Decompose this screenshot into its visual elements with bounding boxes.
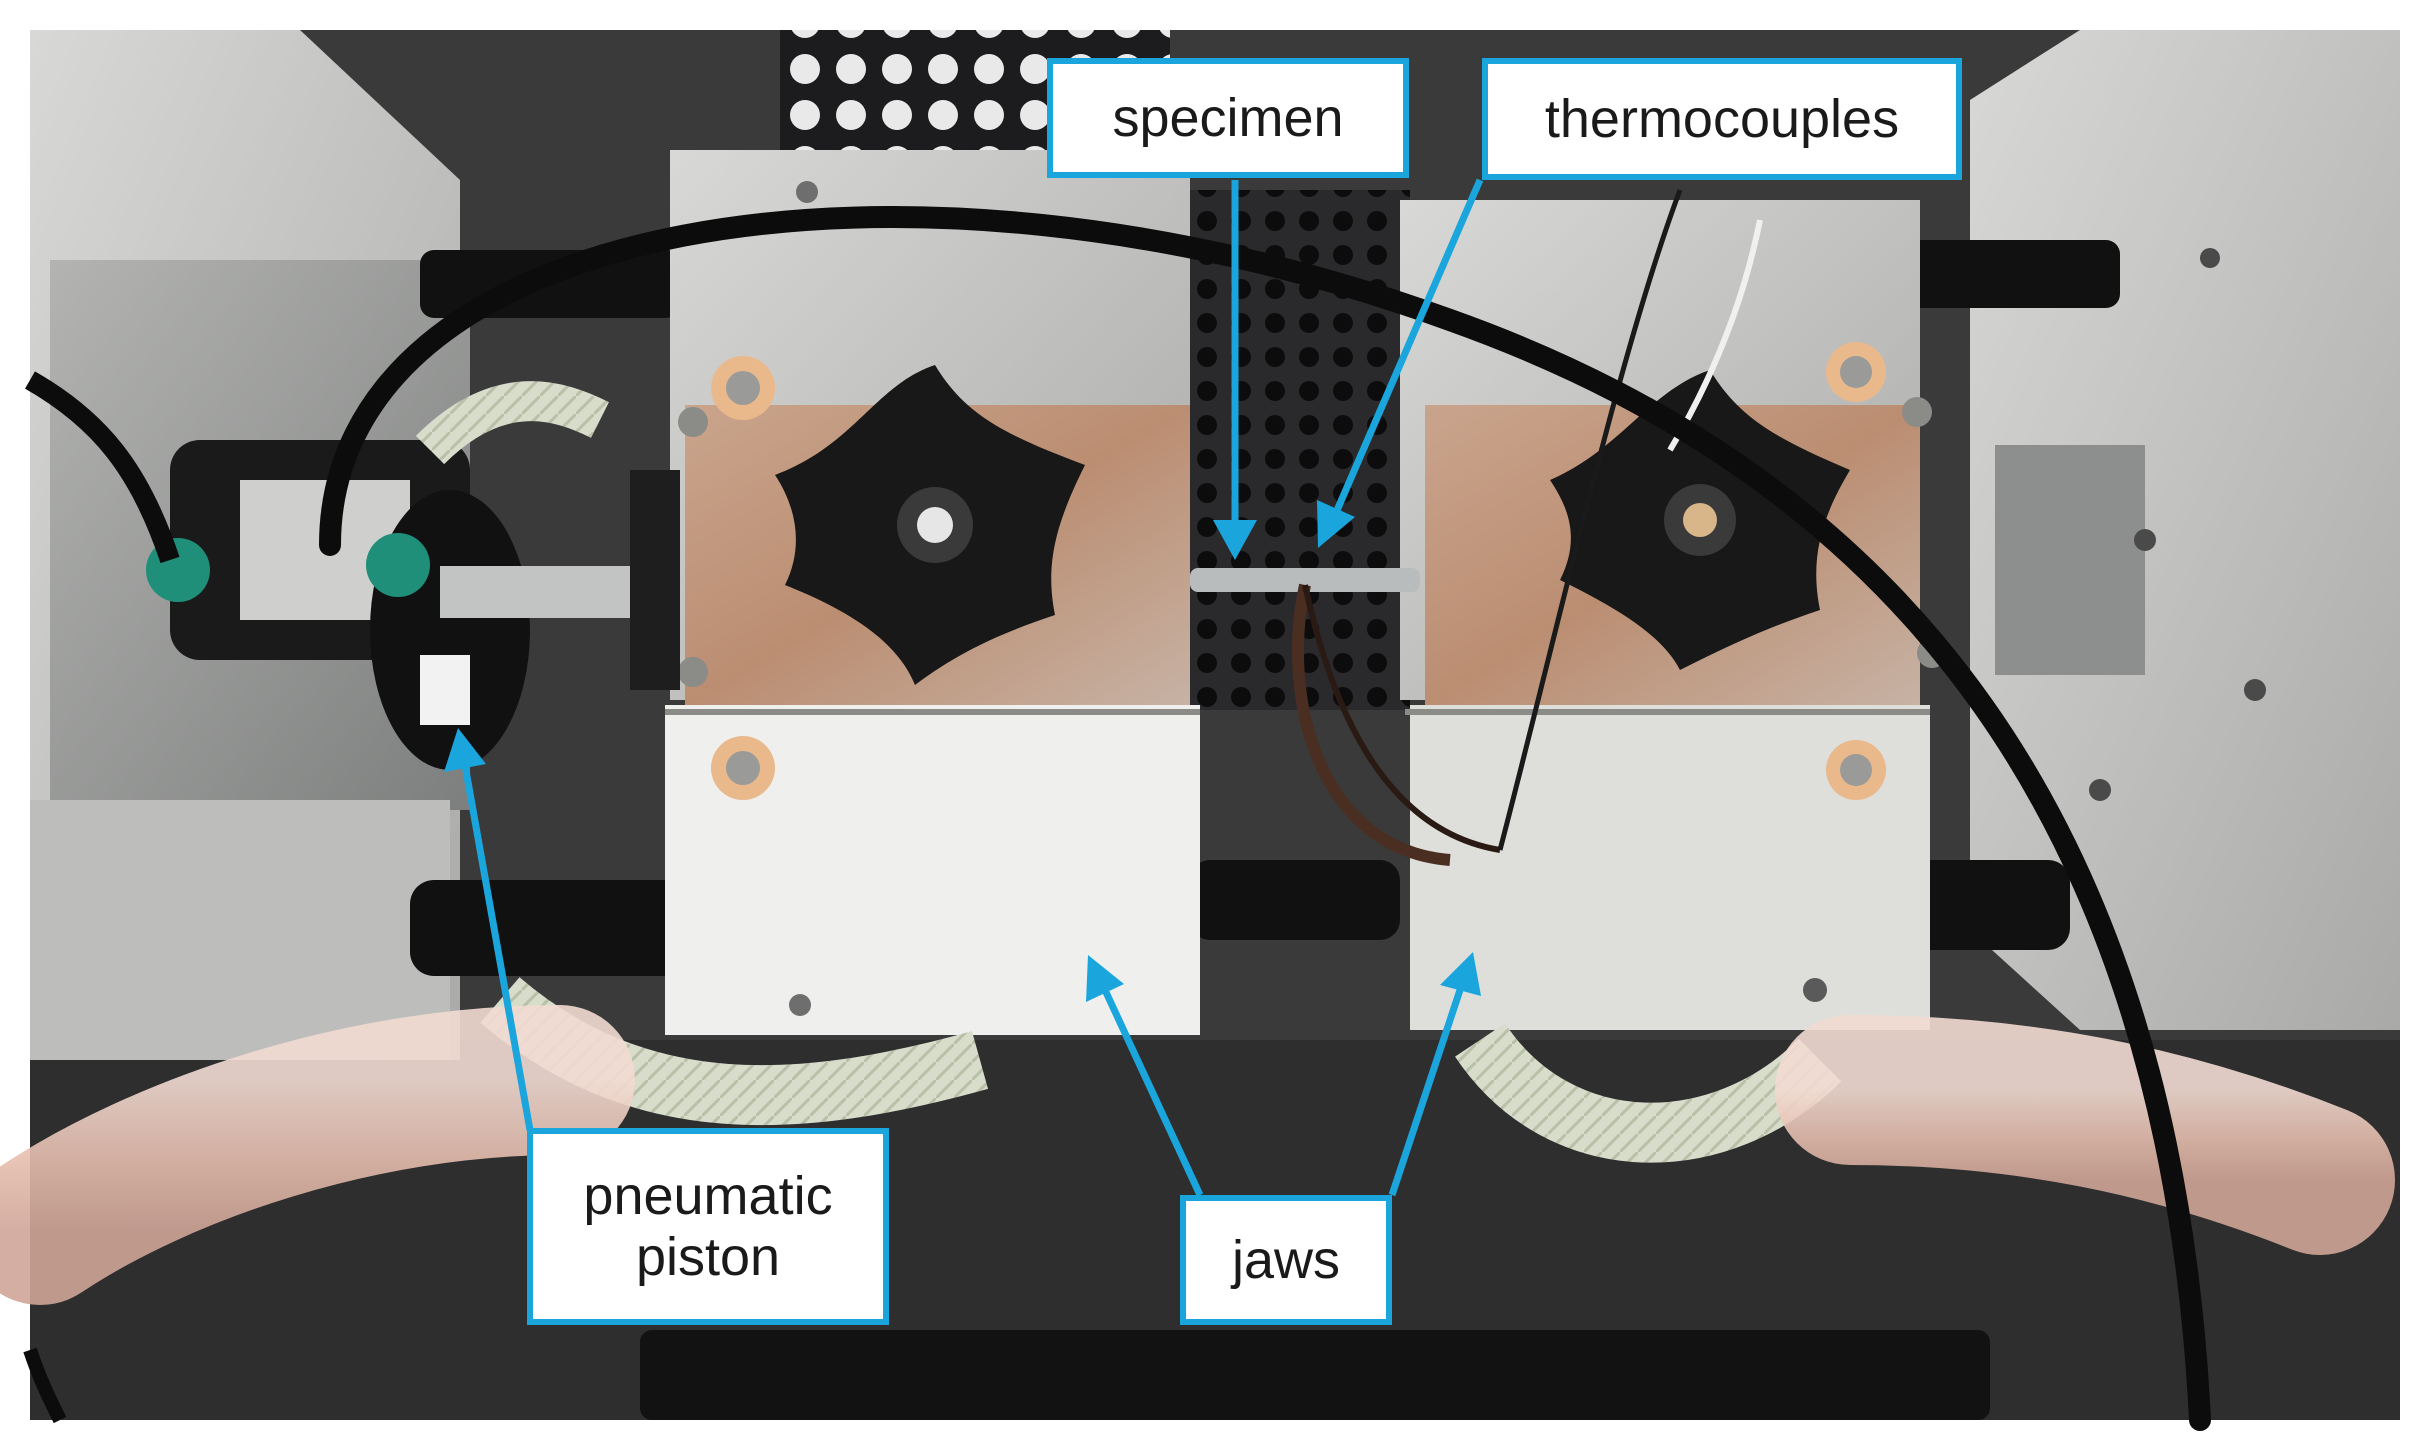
specimen-label-text: specimen bbox=[1112, 87, 1344, 148]
jaws-label: jaws bbox=[1180, 1195, 1392, 1325]
pneumatic-piston-label-line2: piston bbox=[635, 1226, 781, 1287]
callout-arrows bbox=[444, 178, 1484, 1197]
jaws-label-text: jaws bbox=[1231, 1229, 1341, 1290]
specimen-label: specimen bbox=[1047, 58, 1409, 178]
pneumatic-piston-label-line1: pneumatic bbox=[583, 1166, 833, 1227]
thermocouples-label: thermocouples bbox=[1482, 58, 1962, 180]
thermocouples-label-text: thermocouples bbox=[1544, 88, 1900, 149]
pneumatic-piston-label: pneumatic piston bbox=[527, 1128, 889, 1325]
